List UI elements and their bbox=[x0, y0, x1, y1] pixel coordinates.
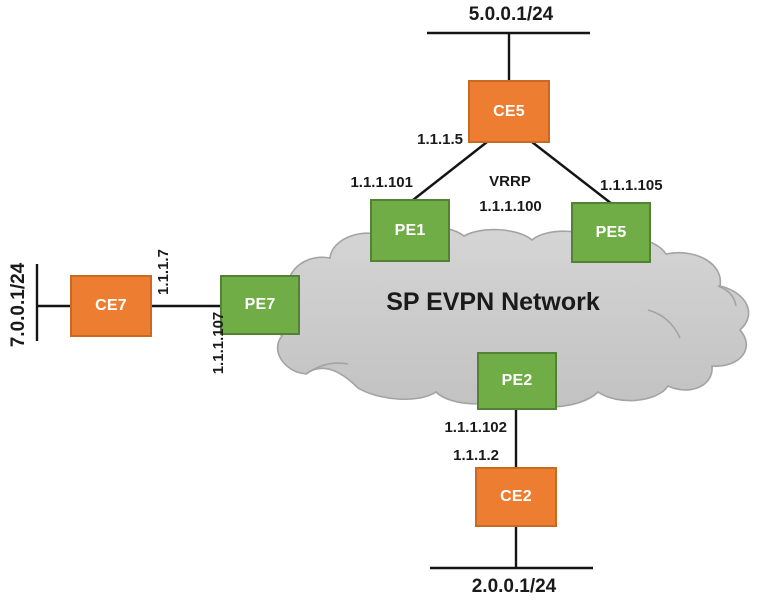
node-pe2: PE2 bbox=[477, 352, 557, 410]
cloud-notch-bottom-left bbox=[305, 362, 349, 375]
label-vrrp-title: VRRP bbox=[489, 173, 531, 190]
label-vrrp-ip: 1.1.1.100 bbox=[479, 198, 542, 215]
label-pe1-ip: 1.1.1.101 bbox=[350, 174, 413, 191]
label-lan-7.0.0.1: 7.0.0.1/24 bbox=[8, 262, 29, 348]
node-ce2: CE2 bbox=[475, 467, 557, 527]
node-pe5-label: PE5 bbox=[595, 223, 627, 241]
node-pe5: PE5 bbox=[571, 202, 651, 263]
node-ce5: CE5 bbox=[468, 80, 550, 143]
node-pe7: PE7 bbox=[220, 275, 300, 335]
label-lan-5.0.0.1: 5.0.0.1/24 bbox=[468, 4, 554, 25]
link-ce5-pe5 bbox=[531, 141, 613, 205]
node-pe2-label: PE2 bbox=[501, 372, 533, 389]
label-lan-2.0.0.1: 2.0.0.1/24 bbox=[471, 576, 557, 597]
node-ce7: CE7 bbox=[70, 275, 152, 337]
cloud-label: SP EVPN Network bbox=[386, 288, 600, 316]
label-ce7-ip: 1.1.1.7 bbox=[155, 249, 172, 295]
label-pe2-ip: 1.1.1.102 bbox=[444, 419, 507, 436]
node-pe1-label: PE1 bbox=[394, 221, 426, 239]
label-pe5-ip: 1.1.1.105 bbox=[600, 177, 663, 194]
node-pe7-label: PE7 bbox=[244, 296, 276, 313]
node-ce7-label: CE7 bbox=[95, 297, 127, 314]
cloud-notch-top-right bbox=[717, 285, 737, 307]
label-ce5-ip: 1.1.1.5 bbox=[417, 131, 463, 148]
cloud-notch-bottom-right bbox=[647, 309, 681, 339]
node-ce5-label: CE5 bbox=[493, 102, 525, 120]
label-pe7-ip: 1.1.1.107 bbox=[210, 311, 227, 375]
node-pe1: PE1 bbox=[370, 199, 450, 262]
node-ce2-label: CE2 bbox=[500, 488, 532, 505]
label-ce2-ip: 1.1.1.2 bbox=[453, 447, 499, 464]
link-ce5-pe1 bbox=[412, 141, 488, 201]
